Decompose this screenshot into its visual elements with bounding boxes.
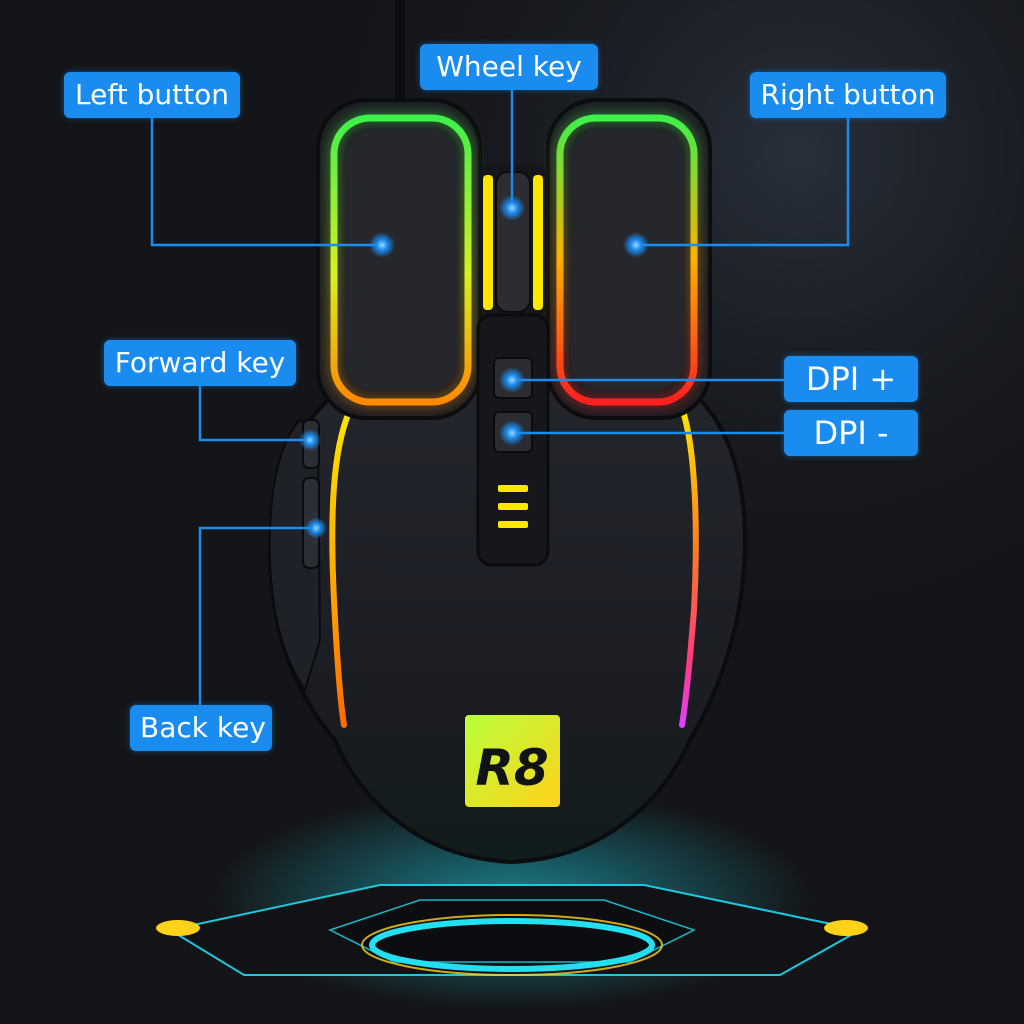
forward-key-callout: Forward key bbox=[104, 340, 296, 386]
back-key-dot bbox=[305, 517, 327, 539]
wheel-rgb-right bbox=[533, 175, 543, 310]
left-button-dot bbox=[369, 232, 395, 258]
left-side-rgb-strip bbox=[329, 407, 353, 728]
forward-key-leader bbox=[198, 385, 310, 442]
callout-lines bbox=[150, 90, 850, 705]
back-key-callout: Back key bbox=[130, 705, 272, 751]
logo-text: R8 bbox=[475, 739, 548, 797]
left-button-leader bbox=[150, 118, 382, 247]
right-button-callout: Right button bbox=[750, 72, 946, 118]
left-button-callout: Left button bbox=[64, 72, 240, 118]
logo-badge bbox=[465, 715, 560, 807]
stand-inner bbox=[328, 899, 696, 963]
dpi-plus-callout: DPI + bbox=[784, 356, 918, 402]
dpi-minus-callout: DPI - bbox=[784, 410, 918, 456]
wheel-rgb-left bbox=[483, 175, 493, 310]
dpi-indicator-2 bbox=[498, 503, 528, 510]
right-button-rgb-glow bbox=[555, 113, 699, 407]
right-button-leader bbox=[636, 118, 850, 247]
right-side-rgb-strip bbox=[679, 405, 699, 728]
wheel-key-dot bbox=[499, 195, 525, 221]
back-key-leader bbox=[198, 526, 316, 705]
forward-key-dot bbox=[299, 429, 321, 451]
left-button-surface bbox=[345, 130, 457, 390]
dpi-minus-dot bbox=[499, 420, 525, 446]
stand-pin-right bbox=[824, 920, 868, 936]
stand-pin-left bbox=[156, 920, 200, 936]
right-button-surface bbox=[571, 130, 683, 390]
dpi-plus-dot bbox=[499, 367, 525, 393]
dpi-indicator-1 bbox=[498, 485, 528, 492]
dpi-indicator-3 bbox=[498, 521, 528, 528]
stand-ring-yellow bbox=[361, 914, 663, 976]
left-button-rgb-glow bbox=[329, 113, 473, 407]
right-button-dot bbox=[623, 232, 649, 258]
callout-dots bbox=[299, 195, 649, 539]
stand-ring bbox=[369, 918, 655, 972]
wheel-key-callout: Wheel key bbox=[420, 44, 598, 90]
